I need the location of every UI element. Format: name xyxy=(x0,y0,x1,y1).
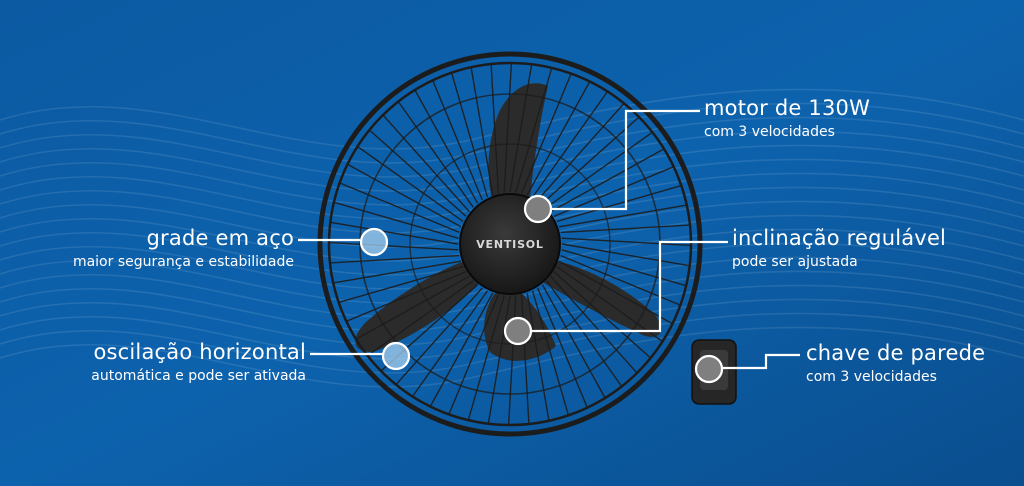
marker-oscilacao xyxy=(381,341,411,371)
feature-oscilacao-title: oscilação horizontal xyxy=(93,340,306,364)
guard-spoke xyxy=(487,295,511,424)
guard-spoke xyxy=(546,280,623,387)
feature-motor-subtitle: com 3 velocidades xyxy=(704,124,835,141)
feature-chave-subtitle: com 3 velocidades xyxy=(806,369,937,386)
guard-spoke xyxy=(395,287,483,386)
fan-guard-spokes xyxy=(328,62,692,426)
guard-spoke xyxy=(561,249,687,287)
guard-spoke xyxy=(367,280,474,357)
guard-spoke xyxy=(503,62,513,193)
feature-grade-subtitle: maior segurança e estabilidade xyxy=(72,254,294,271)
marker-chave xyxy=(694,354,724,384)
guard-spoke xyxy=(560,224,691,234)
guard-spoke xyxy=(467,295,505,421)
brand-logo: VENTISOL xyxy=(476,238,544,251)
guard-spoke xyxy=(355,275,470,340)
guard-spoke xyxy=(368,129,467,217)
guard-spoke xyxy=(490,63,500,194)
feature-oscilacao-subtitle: automática e pode ser ativada xyxy=(91,368,306,385)
guard-spoke xyxy=(531,290,570,416)
guard-spoke xyxy=(553,271,652,359)
guard-spoke xyxy=(357,145,464,222)
guard-spoke xyxy=(526,292,550,421)
feature-inclinacao-subtitle: pode ser ajustada xyxy=(732,254,858,271)
feature-motor: motor de 130W com 3 velocidades xyxy=(704,96,870,140)
feature-oscilacao: oscilação horizontal automática e pode s… xyxy=(91,340,306,384)
guard-spoke xyxy=(537,102,625,201)
connector-lines xyxy=(298,109,800,370)
guard-spoke xyxy=(382,114,470,213)
feature-motor-title: motor de 130W xyxy=(704,96,871,120)
guard-spoke xyxy=(558,204,687,228)
guard-spoke xyxy=(561,243,690,267)
feature-chave-title: chave de parede xyxy=(806,341,986,365)
feature-markers xyxy=(359,194,724,384)
guard-spoke xyxy=(532,91,609,198)
guard-spoke xyxy=(507,295,517,426)
guard-spoke xyxy=(333,260,462,284)
guard-spoke xyxy=(347,163,462,228)
marker-motor xyxy=(523,194,553,224)
marker-inclinacao xyxy=(503,316,533,346)
fan-blade-right xyxy=(536,258,662,337)
guard-spoke xyxy=(537,287,588,408)
guard-spoke xyxy=(520,294,530,425)
marker-grade xyxy=(359,227,389,257)
guard-spoke xyxy=(470,67,494,196)
guard-spoke xyxy=(339,182,460,234)
guard-spoke xyxy=(330,221,459,245)
guard-spoke xyxy=(526,81,591,196)
feature-chave: chave de parede com 3 velocidades xyxy=(806,341,985,385)
guard-spoke xyxy=(329,254,460,264)
guard-spoke xyxy=(346,271,467,322)
guard-spoke xyxy=(550,275,638,374)
guard-spoke xyxy=(556,266,663,343)
feature-grade: grade em aço maior segurança e estabilid… xyxy=(73,226,294,270)
guard-spoke xyxy=(550,148,665,213)
guard-spoke xyxy=(448,294,500,415)
feature-grade-title: grade em aço xyxy=(146,226,294,250)
guard-spoke xyxy=(333,201,459,239)
guard-spoke xyxy=(561,237,692,247)
feature-inclinacao: inclinação regulável pode ser ajustada xyxy=(732,226,946,270)
guard-spoke xyxy=(397,101,474,208)
guard-spoke xyxy=(411,290,488,397)
guard-spoke xyxy=(515,67,553,193)
guard-spoke xyxy=(558,260,673,325)
connector-chave xyxy=(723,353,800,370)
guard-spoke xyxy=(546,131,653,208)
guard-spoke xyxy=(429,292,494,407)
guard-spoke xyxy=(520,73,572,194)
guard-spoke xyxy=(541,116,640,204)
connector-inclinacao xyxy=(530,240,728,333)
guard-spoke xyxy=(541,284,606,399)
guard-spoke xyxy=(432,80,483,201)
guard-spoke xyxy=(556,184,682,223)
feature-inclinacao-title: inclinação regulável xyxy=(732,226,947,250)
connector-motor xyxy=(552,109,700,211)
guard-spoke xyxy=(328,241,459,251)
guard-spoke xyxy=(450,72,489,198)
guard-spoke xyxy=(338,265,464,304)
guard-spoke xyxy=(414,89,479,204)
guard-spoke xyxy=(509,64,533,193)
